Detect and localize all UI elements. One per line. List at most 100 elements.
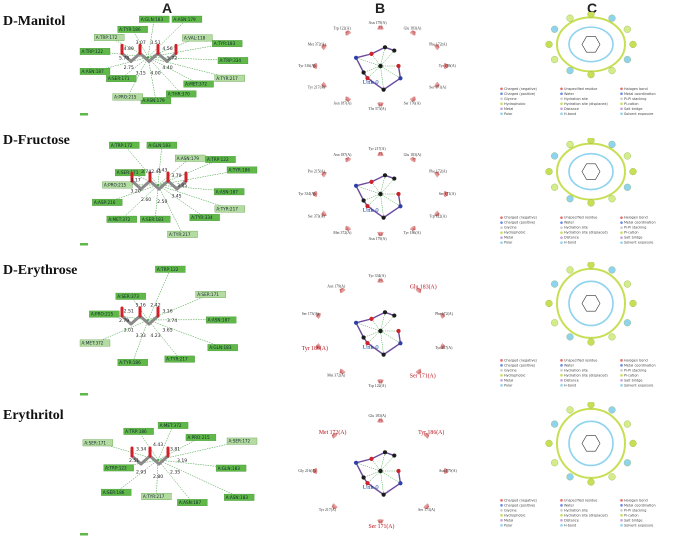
legend-item: Pi-Pi stacking [624, 97, 646, 101]
eyelash-stroke [378, 379, 380, 384]
hbond-line [107, 184, 159, 203]
residue-name: Tyr 217(A) [369, 147, 387, 151]
ligand-bond [367, 77, 385, 91]
eyelash-stroke [378, 152, 380, 156]
ligand-bond [371, 451, 386, 460]
hbond-dash [380, 178, 395, 195]
eyelash-stroke [340, 288, 344, 293]
legend-item: Hydrophobic [504, 102, 526, 106]
residue-name: Asn 187(A) [333, 153, 352, 157]
residue-bubble [587, 12, 595, 18]
residue-box [115, 292, 146, 300]
legend-swatch [500, 374, 503, 377]
eyelash-stroke [417, 369, 421, 374]
legend-swatch [560, 374, 563, 377]
distance-label: 3.51 [150, 40, 160, 46]
eyelash-stroke [443, 194, 448, 196]
panel-a-svg: A:TYR:334A:TYR:217A:SER:183A:MET:372A:AS… [80, 141, 258, 246]
legend-item: Hydration site [564, 368, 588, 372]
atom-ball [365, 76, 370, 81]
eyelash-stroke [435, 172, 439, 176]
legend-swatch [560, 369, 563, 372]
eyelash-stroke [381, 152, 383, 156]
eyelash-stroke [444, 467, 449, 471]
eyelash-stroke [440, 345, 445, 348]
residue-name: Met 372(A) [333, 231, 352, 235]
residue-label: A:PRO:215 [187, 435, 210, 440]
distance-label: 2.42 [150, 303, 160, 309]
hbond-dash [380, 315, 395, 332]
residue-name: Pro 215(A) [308, 170, 326, 174]
distance-label: 3.17 [130, 178, 140, 184]
eyelash-stroke [436, 173, 440, 177]
legend-swatch [620, 519, 623, 522]
pocket-outline [556, 407, 626, 479]
panel-b-svg: Tyr 334(A)Glu 183(A)Phe 172(A)Tyr 217(A)… [302, 274, 454, 388]
eyelash-stroke [333, 505, 337, 509]
residue-label: A:SER:373 [117, 294, 139, 299]
residue-label: A:TRP:172 [96, 35, 118, 40]
eyelash-stroke [378, 25, 380, 30]
atom-ball [382, 173, 388, 178]
legend-item: Distance [564, 518, 579, 522]
eyelash-stroke [444, 190, 449, 194]
eyelash-stroke [417, 288, 421, 293]
eyelash-stroke [377, 278, 380, 283]
carbon-bond [130, 454, 143, 466]
eyelash-stroke [316, 314, 321, 316]
eyelash-stroke [440, 314, 445, 316]
eyelash-stroke [377, 232, 380, 237]
eyelash-stroke [347, 157, 350, 161]
legend-swatch [500, 221, 503, 224]
legend-swatch [620, 374, 623, 377]
distance-label: 3.19 [177, 458, 187, 464]
legend-swatch [500, 364, 503, 367]
atom-ball [398, 76, 403, 81]
residue-bubble [566, 14, 574, 22]
eyelash-stroke [425, 504, 429, 509]
distance-label: 2.35 [170, 469, 180, 475]
eyelash-stroke [412, 157, 415, 162]
residue-box [167, 230, 198, 238]
residue-box [79, 67, 111, 75]
legend-item: Metal coordination [624, 503, 656, 507]
atom-ball [382, 310, 388, 315]
atom-ball [369, 51, 374, 56]
residue-box [140, 215, 171, 223]
atom-ball [365, 341, 370, 346]
eyelash-stroke [435, 83, 440, 86]
distance-label: 2.79 [119, 318, 129, 324]
carbon-bond [130, 179, 143, 191]
eyelash-stroke [321, 211, 325, 215]
eyelash-stroke [412, 226, 415, 231]
eyelash-stroke [409, 99, 414, 102]
hbond-dash [380, 455, 395, 472]
distance-label: 2.75 [124, 65, 134, 71]
legend-swatch [620, 236, 623, 239]
ligand-sticks [130, 171, 188, 191]
residue-label: A:SER:186 [103, 490, 125, 495]
atom-ball [361, 198, 366, 203]
eyelash-stroke [434, 172, 439, 175]
residue-name: Asn 179(A) [439, 469, 458, 473]
atom-ball [361, 475, 366, 480]
legend-item: Glycine [504, 368, 517, 372]
eyelash-stroke [321, 173, 325, 178]
eyelash-stroke [321, 173, 326, 177]
eyelash-stroke [381, 519, 383, 524]
residue-box [115, 169, 146, 177]
atom-ball [378, 191, 383, 197]
residue-box [195, 291, 226, 298]
ligand-bond [367, 342, 385, 356]
legend-item: Charged (positive) [504, 363, 536, 367]
legend-swatch [560, 231, 563, 234]
hbond-dash [380, 193, 384, 218]
eyelash-stroke [423, 433, 428, 436]
eyelash-stroke [427, 434, 430, 439]
residue-bubble [623, 152, 631, 160]
solvent-outline [568, 152, 614, 191]
residue-eyelash [434, 81, 440, 88]
hbond-dash [363, 65, 381, 73]
residue-name: Glu 183(A) [404, 153, 422, 157]
residue-bubble [545, 439, 553, 447]
